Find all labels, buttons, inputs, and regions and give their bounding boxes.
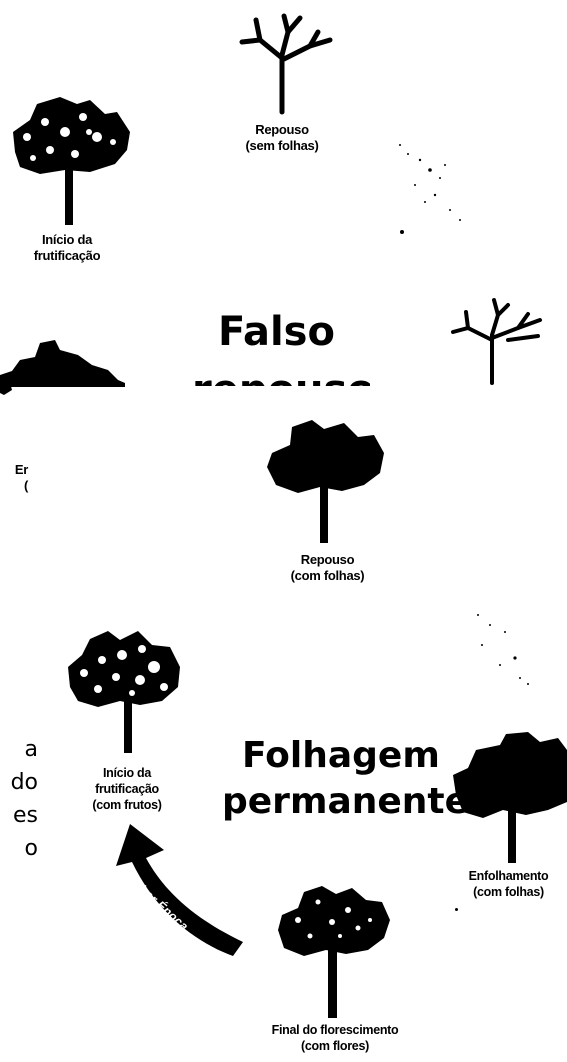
- speckle-dot: [455, 908, 458, 911]
- leafy-tree-icon: [267, 420, 384, 543]
- heading-folhagem: Folhagem: [242, 735, 440, 776]
- label-repouso-sem-folhas: Repouso (sem folhas): [245, 122, 319, 153]
- bare-tree-icon: [451, 298, 542, 385]
- fruiting-tree-icon: [68, 631, 180, 753]
- speckle-dots: [477, 614, 529, 685]
- label-final-florescimento: Final do florescimento (com flores): [271, 1023, 399, 1053]
- label-enfolhamento-partial: Er (: [14, 462, 28, 493]
- heading-falso: Falso: [218, 309, 335, 355]
- label-enfolhamento-com-folhas: Enfolhamento (com folhas): [468, 869, 549, 899]
- melhor-epoca-arrow: [116, 824, 243, 956]
- side-text-fragment: a do es o: [10, 737, 38, 861]
- leafy-tree-icon: [453, 732, 567, 863]
- label-inicio-frutificacao-top: Início da frutificação: [33, 232, 101, 263]
- heading-repouso-clipped: repouso: [190, 362, 370, 386]
- label-inicio-frutificacao-bottom: Início da frutificação (com frutos): [92, 766, 162, 812]
- heading-permanente: permanente: [222, 781, 470, 822]
- fruiting-tree-icon: [13, 97, 130, 225]
- leafy-tree-partial-icon: [0, 340, 125, 395]
- label-repouso-com-folhas: Repouso (com folhas): [290, 552, 365, 583]
- speckle-dots: [399, 144, 461, 234]
- flowering-tree-icon: [278, 886, 390, 1018]
- bare-tree-icon: [239, 13, 333, 115]
